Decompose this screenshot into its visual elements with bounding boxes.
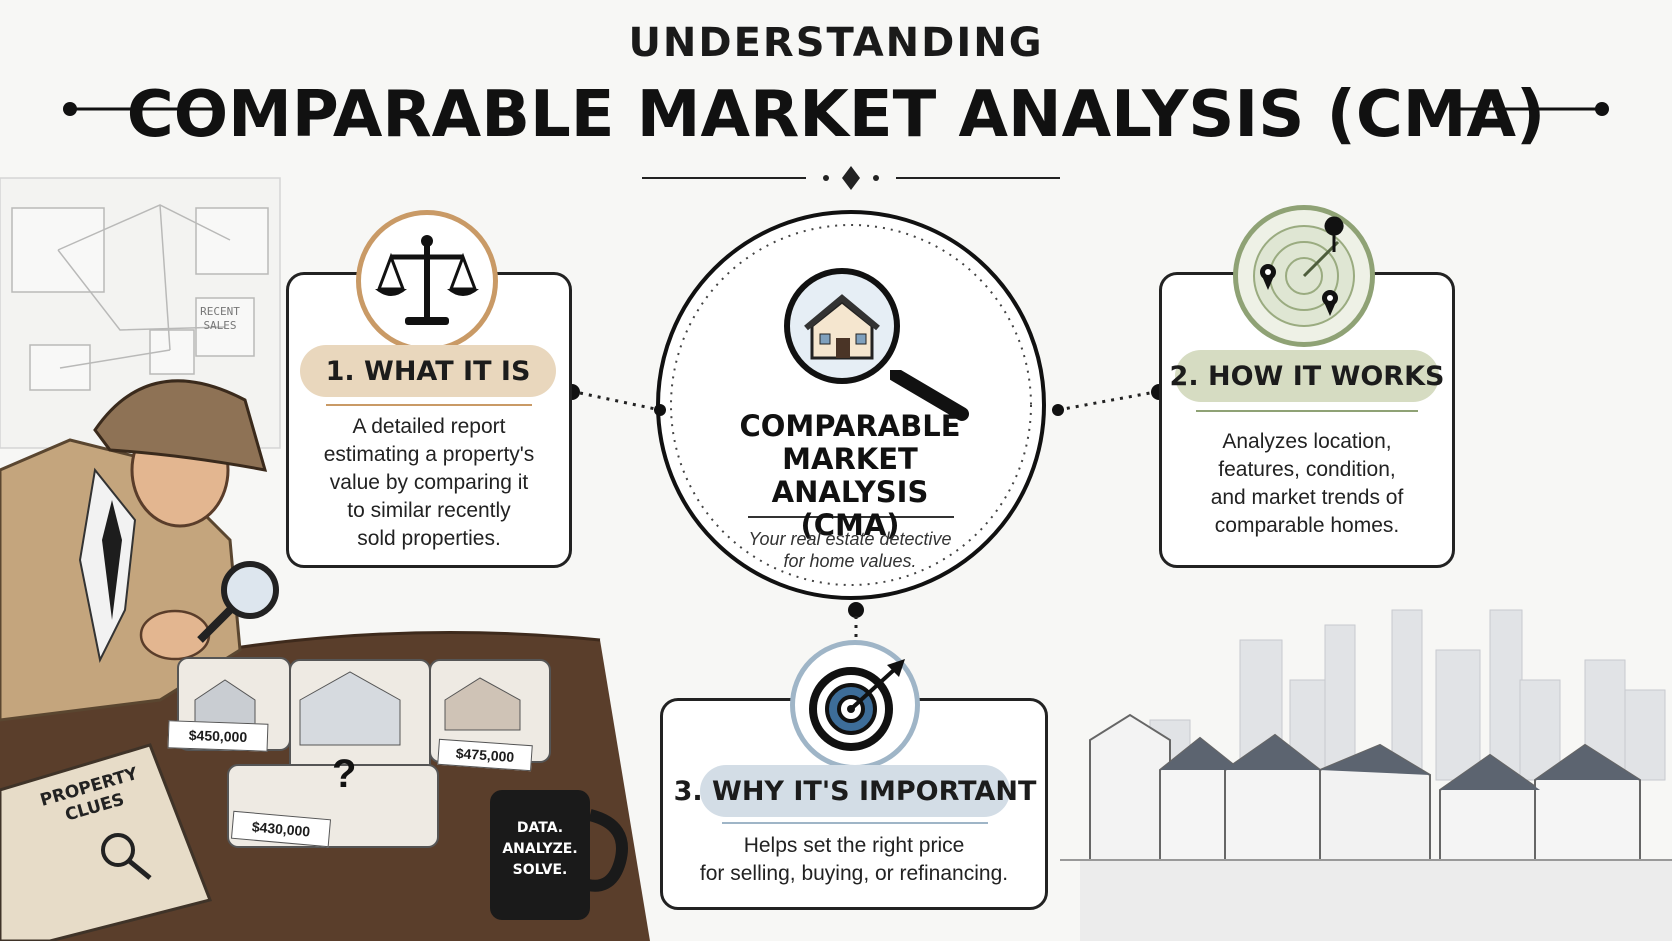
card-how-heading: 2. HOW IT WORKS xyxy=(1170,350,1444,402)
magnifier-handle xyxy=(890,370,969,421)
card-how-underline xyxy=(1196,410,1418,412)
radar-map-pins-icon xyxy=(1253,216,1355,327)
card-what-underline xyxy=(326,404,532,406)
card-what-heading: 1. WHAT IT IS xyxy=(300,345,556,397)
card-what-text: A detailed report estimating a property'… xyxy=(323,415,535,550)
center-magnifier-lens xyxy=(784,268,900,384)
card-how-text: Analyzes location, features, condition, … xyxy=(1210,430,1404,537)
what-icon-ring xyxy=(356,210,498,352)
how-icon-ring xyxy=(1233,205,1375,347)
page-title: COMPARABLE MARKET ANALYSIS (CMA) xyxy=(126,78,1546,152)
price-tag-450k: $450,000 xyxy=(167,720,269,752)
scales-icon xyxy=(375,235,479,325)
board-note-recent-sales: RECENT SALES xyxy=(200,305,240,332)
target-arrow-icon xyxy=(809,659,905,751)
center-title: COMPARABLE MARKET ANALYSIS (CMA) xyxy=(739,409,961,542)
card-why-heading: 3. WHY IT'S IMPORTANT xyxy=(674,765,1036,817)
why-icon-ring xyxy=(790,640,920,770)
title-kicker: UNDERSTANDING xyxy=(628,20,1044,66)
center-subtitle: Your real estate detective for home valu… xyxy=(748,529,952,571)
card-why-underline xyxy=(722,822,988,824)
mug-text: DATA. ANALYZE. SOLVE. xyxy=(502,820,578,878)
house-magnifier-icon xyxy=(804,294,880,360)
card-why-text: Helps set the right price for selling, b… xyxy=(699,834,1009,885)
puzzle-question-mark: ? xyxy=(332,752,357,796)
